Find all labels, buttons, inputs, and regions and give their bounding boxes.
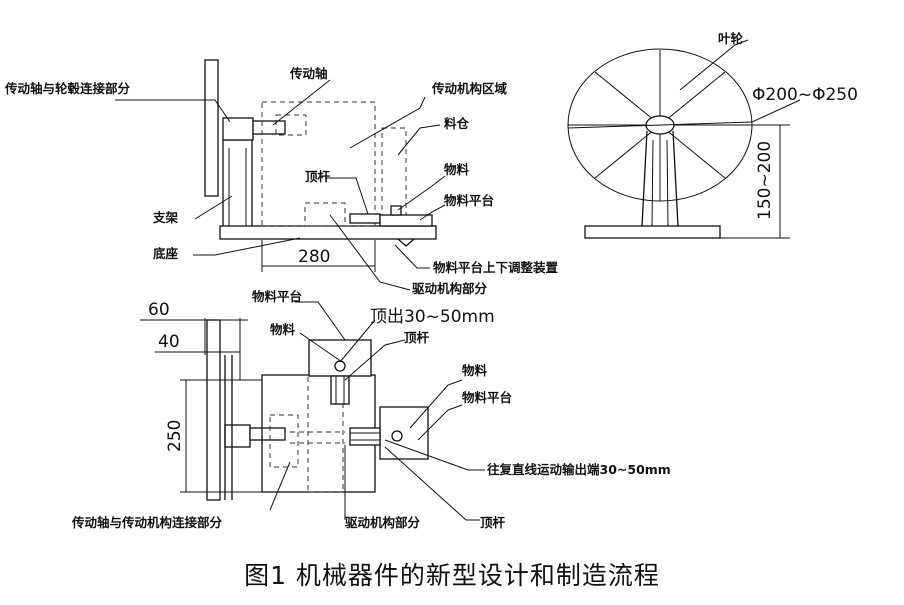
label-drive-top: 驱动机构部分 [412, 281, 488, 296]
dim-phi-line [567, 99, 801, 129]
leader-mech-area [349, 96, 426, 149]
inner-dash-a [269, 414, 299, 468]
hub-bracket-top [224, 424, 251, 448]
leader-platform-top [419, 204, 446, 221]
label-shaft-hub: 传动轴与轮毂连接部分 [4, 81, 131, 96]
dim-150: 150~200 [755, 141, 775, 220]
label-push-out: 顶出30~50mm [370, 307, 495, 327]
leader-base [193, 237, 301, 256]
leader-rod-bottom [384, 446, 480, 521]
leader-shaft-hub [115, 99, 231, 123]
label-impeller: 叶轮 [718, 31, 744, 46]
label-rod-mid: 顶杆 [404, 330, 430, 345]
leader-impeller [679, 39, 749, 91]
label-shaft-mech: 传动轴与传动机构连接部分 [71, 515, 223, 530]
front-view: Φ200~Φ250 150~200 叶轮 [567, 31, 858, 239]
leader-material-top [397, 175, 446, 211]
hub-plate [204, 59, 219, 197]
dim-60: 60 [148, 300, 170, 320]
leader-bracket [194, 195, 233, 220]
label-bin: 料仓 [444, 116, 470, 131]
platform-right [379, 406, 429, 460]
front-base [584, 225, 721, 239]
dim-phi: Φ200~Φ250 [752, 85, 858, 105]
bracket-shape [222, 139, 253, 226]
hub-block [222, 117, 254, 141]
side-view: 280 传动轴与轮毂连接部分 传动轴 传动机构区域 料仓 顶杆 物料 物料平台 … [4, 59, 559, 296]
shaft [252, 120, 286, 135]
support-inner [651, 139, 669, 227]
shaft-bearing-outline [275, 114, 307, 136]
dim-250: 250 [165, 420, 185, 452]
leader-reciprocating [384, 439, 485, 471]
mechanism-area-outline [261, 101, 376, 227]
label-bracket: 支架 [152, 210, 179, 225]
dim-250-line [180, 379, 262, 493]
leader-platform-right [417, 404, 463, 441]
rod-right [349, 427, 381, 446]
wheel-plate [206, 319, 221, 501]
label-mech-area: 传动机构区域 [431, 81, 508, 96]
rod-right-lines [350, 432, 380, 441]
dim-150-line [674, 124, 790, 239]
label-shaft: 传动轴 [289, 66, 328, 81]
material-mid-circle [334, 360, 346, 372]
label-platform-mid: 物料平台 [252, 289, 302, 304]
leader-push-out [339, 319, 376, 363]
adjust-device-shape [397, 238, 415, 247]
leader-shaft-mech [269, 461, 291, 511]
leader-material-mid [299, 332, 343, 363]
base-plate [219, 225, 437, 240]
leader-bin [397, 124, 441, 156]
material-top-shape [390, 205, 402, 216]
inner-dash-b [307, 374, 344, 493]
leader-platform-mid [295, 301, 346, 341]
label-rod-top: 顶杆 [305, 169, 331, 184]
dim-280: 280 [298, 247, 330, 267]
label-platform-top: 物料平台 [444, 193, 494, 208]
leader-drive-top [329, 214, 411, 291]
label-base: 底座 [153, 246, 179, 261]
drive-outline [304, 202, 346, 227]
leader-rod-top [325, 177, 369, 215]
bracket-inner [228, 148, 247, 226]
leader-adjust [394, 244, 430, 269]
label-material-right: 物料 [462, 363, 488, 378]
dim-60-40-lines [140, 318, 248, 380]
leader-material-right [409, 379, 463, 429]
top-view: 60 40 250 物料平台 物料 顶出30~50mm 顶杆 物料 物料平台 往… [71, 289, 671, 530]
leader-rod-mid [344, 339, 406, 381]
dim-40: 40 [158, 332, 180, 352]
support-column [641, 130, 679, 227]
label-reciprocating: 往复直线运动输出端30~50mm [487, 462, 671, 477]
label-platform-right: 物料平台 [462, 390, 512, 405]
rod-mid [330, 375, 350, 405]
bin-outline [381, 127, 407, 227]
inner-shaft-dash [290, 431, 345, 444]
rod-block [349, 213, 381, 224]
material-right-circle [391, 430, 403, 442]
label-material-top: 物料 [444, 162, 470, 177]
label-material-mid: 物料 [270, 322, 296, 337]
label-rod-bottom: 顶杆 [480, 515, 506, 530]
figure-caption: 图1 机械器件的新型设计和制造流程 [244, 561, 660, 590]
rod-mid-lines [335, 376, 345, 404]
bracket-rails [224, 355, 233, 500]
leader-shaft [272, 79, 331, 126]
shaft-top [249, 427, 286, 441]
label-platform-adjust: 物料平台上下调整装置 [433, 260, 559, 275]
platform-top [379, 214, 433, 227]
label-drive-bottom: 驱动机构部分 [345, 515, 421, 530]
